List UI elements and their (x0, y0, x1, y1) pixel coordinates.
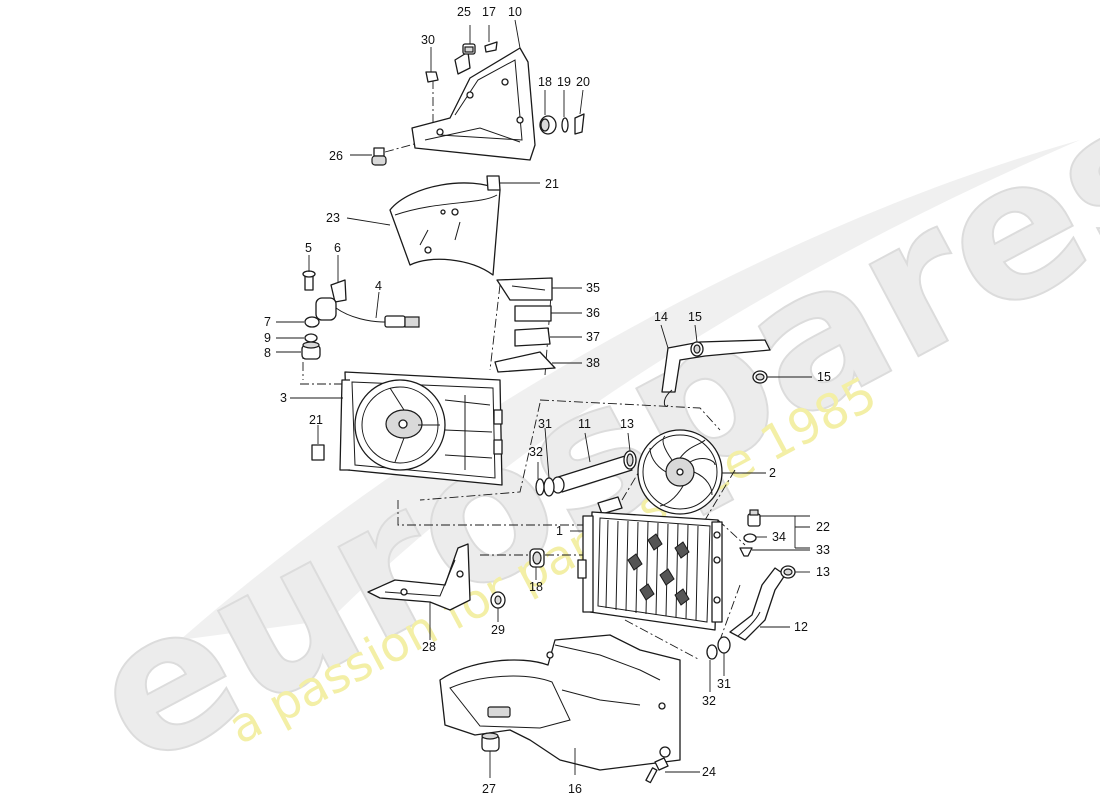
part-34-seal (743, 533, 757, 543)
callout-5: 5 (305, 241, 312, 255)
part-11-pipe (551, 455, 633, 494)
part-25-nut (462, 43, 476, 55)
callout-2: 2 (769, 466, 776, 480)
part-9-washer (304, 333, 318, 343)
callout-16: 16 (568, 782, 582, 796)
part-14-upper-hose (661, 339, 771, 407)
callout-6: 6 (334, 241, 341, 255)
callout-7: 7 (264, 315, 271, 329)
callout-22: 22 (816, 520, 830, 534)
part-3-fan-shroud (339, 371, 503, 486)
callout-18-lower: 18 (529, 580, 543, 594)
part-26-bolt (371, 147, 387, 166)
callout-19: 19 (557, 75, 571, 89)
callout-27: 27 (482, 782, 496, 796)
callout-32-upper: 32 (529, 445, 543, 459)
part-15-clamp-upper (690, 341, 704, 357)
part-37-foam-pad (514, 327, 551, 347)
part-32-seal-upper (535, 478, 545, 496)
part-36-foam-pad (514, 305, 552, 322)
callout-37: 37 (586, 330, 600, 344)
part-17-clip (484, 41, 498, 53)
part-24-bolt (645, 757, 669, 784)
part-29-grommet (490, 591, 506, 609)
callout-34: 34 (772, 530, 786, 544)
part-31-oring-upper (543, 477, 555, 497)
callout-15-upper: 15 (688, 310, 702, 324)
callout-12: 12 (794, 620, 808, 634)
part-22-drain-plug-set (747, 509, 761, 527)
callout-32-lower: 32 (702, 694, 716, 708)
callout-38: 38 (586, 356, 600, 370)
part-13-clamp-upper (623, 450, 637, 470)
part-19-clip (561, 117, 569, 133)
callout-10: 10 (508, 5, 522, 19)
callout-36: 36 (586, 306, 600, 320)
part-30-nut (425, 71, 439, 83)
callout-23: 23 (326, 211, 340, 225)
callout-21-upper: 21 (545, 177, 559, 191)
leader-lines (276, 19, 812, 778)
part-20-clip (574, 113, 585, 135)
part-27-grommet (481, 732, 500, 752)
part-33-plug (739, 547, 753, 557)
callout-11: 11 (578, 417, 591, 431)
part-2-fan (637, 429, 723, 515)
part-21-clip-upper (486, 175, 501, 191)
part-21-clip-lower (311, 444, 325, 461)
part-12-lower-hose (729, 567, 786, 641)
part-31-oring-lower (717, 636, 731, 654)
callout-28: 28 (422, 640, 436, 654)
callout-3: 3 (280, 391, 287, 405)
part-10-upper-bracket (411, 47, 536, 161)
callout-1: 1 (556, 524, 563, 538)
part-8-grommet (301, 341, 321, 360)
callout-4: 4 (375, 279, 382, 293)
callout-18-upper: 18 (538, 75, 552, 89)
callout-21-lower: 21 (309, 413, 323, 427)
callout-20: 20 (576, 75, 590, 89)
part-5-screw (302, 270, 316, 291)
assembly-lines (300, 80, 746, 661)
part-16-lower-air-duct (439, 634, 681, 771)
part-1-radiator (577, 511, 723, 631)
part-23-duct-cover (389, 182, 501, 276)
part-32-seal-lower (706, 644, 718, 660)
part-38-foam-pad (494, 351, 556, 373)
callout-15-lower: 15 (817, 370, 831, 384)
watermark-swoosh (180, 140, 1080, 640)
part-18-grommet-lower (529, 548, 545, 568)
part-6-bracket (330, 279, 347, 303)
callout-29: 29 (491, 623, 505, 637)
callout-numbers: 25 17 10 30 18 19 20 26 21 23 5 6 4 7 9 … (264, 5, 831, 796)
callout-31-upper: 31 (538, 417, 552, 431)
callout-25: 25 (457, 5, 471, 19)
callout-14: 14 (654, 310, 668, 324)
callout-30: 30 (421, 33, 435, 47)
callout-17: 17 (482, 5, 496, 19)
part-18-grommet-upper (539, 115, 557, 135)
part-28-mounting-bracket (367, 543, 471, 611)
callout-13-upper: 13 (620, 417, 634, 431)
part-13-clamp-lower (780, 565, 796, 579)
callout-24: 24 (702, 765, 716, 779)
part-15-clamp-lower (752, 370, 768, 384)
callout-26: 26 (329, 149, 343, 163)
callout-8: 8 (264, 346, 271, 360)
connector-pipe-stub (597, 496, 623, 515)
callout-13-lower: 13 (816, 565, 830, 579)
part-35-foam-pad (496, 277, 553, 301)
callout-35: 35 (586, 281, 600, 295)
callout-9: 9 (264, 331, 271, 345)
callout-33: 33 (816, 543, 830, 557)
part-7-washer (304, 316, 320, 328)
part-4-sensor-harness (315, 297, 420, 328)
callout-31-lower: 31 (717, 677, 731, 691)
